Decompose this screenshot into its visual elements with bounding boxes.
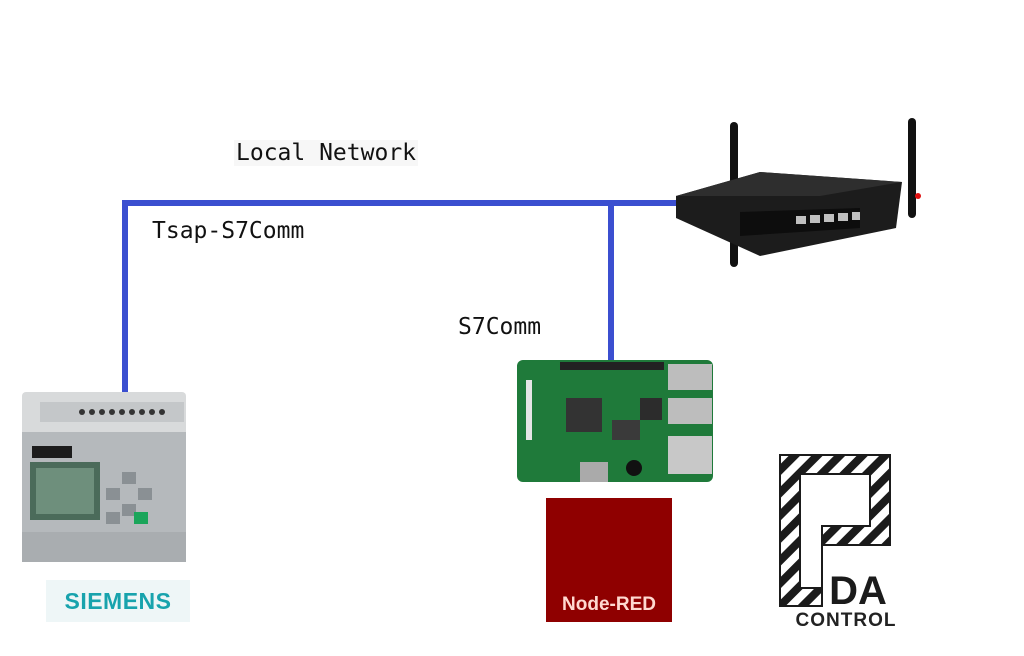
tsap-link (122, 200, 683, 395)
local-network-label: Local Network (234, 140, 419, 166)
pda-control-text: CONTROL (795, 610, 897, 631)
node-red-logo-text: Node-RED (562, 594, 656, 615)
pda-control-logo: DA (779, 454, 891, 613)
siemens-logo-plc-image (22, 392, 186, 562)
router-image (676, 118, 921, 267)
tsap-s7comm-label: Tsap-S7Comm (152, 218, 305, 244)
node-red-logo (546, 498, 672, 622)
siemens-logo: SIEMENS (46, 580, 190, 622)
s7comm-label: S7Comm (458, 314, 542, 340)
siemens-logo-text: SIEMENS (64, 587, 172, 614)
network-lines (122, 200, 683, 395)
svg-text:DA: DA (829, 569, 887, 613)
raspberry-pi-image (517, 360, 713, 482)
